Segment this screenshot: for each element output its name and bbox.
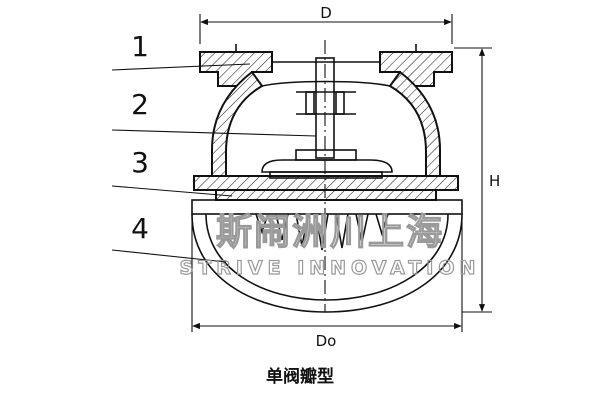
leader-lines [111, 63, 317, 263]
dimension-d: D [199, 4, 453, 44]
dimension-h: H [454, 47, 500, 313]
valve-stem [296, 40, 356, 312]
diagram-caption: 单阀瓣型 [266, 367, 334, 387]
callout-2: 2 [131, 88, 149, 121]
callout-3: 3 [131, 146, 149, 179]
valve-body [191, 44, 463, 313]
watermark-english: STRIVE INNOVATION [180, 257, 481, 279]
dimension-d-label: D [320, 4, 332, 22]
dimension-do-label: Do [316, 332, 337, 350]
watermark-chinese: 斯闹洲川上海 [216, 212, 444, 253]
strainer-teeth [255, 213, 389, 251]
callout-4: 4 [131, 212, 149, 245]
dimension-do: Do [191, 214, 463, 350]
valve-disc [261, 149, 393, 179]
dimension-h-label: H [489, 172, 500, 190]
callout-1: 1 [131, 30, 149, 63]
